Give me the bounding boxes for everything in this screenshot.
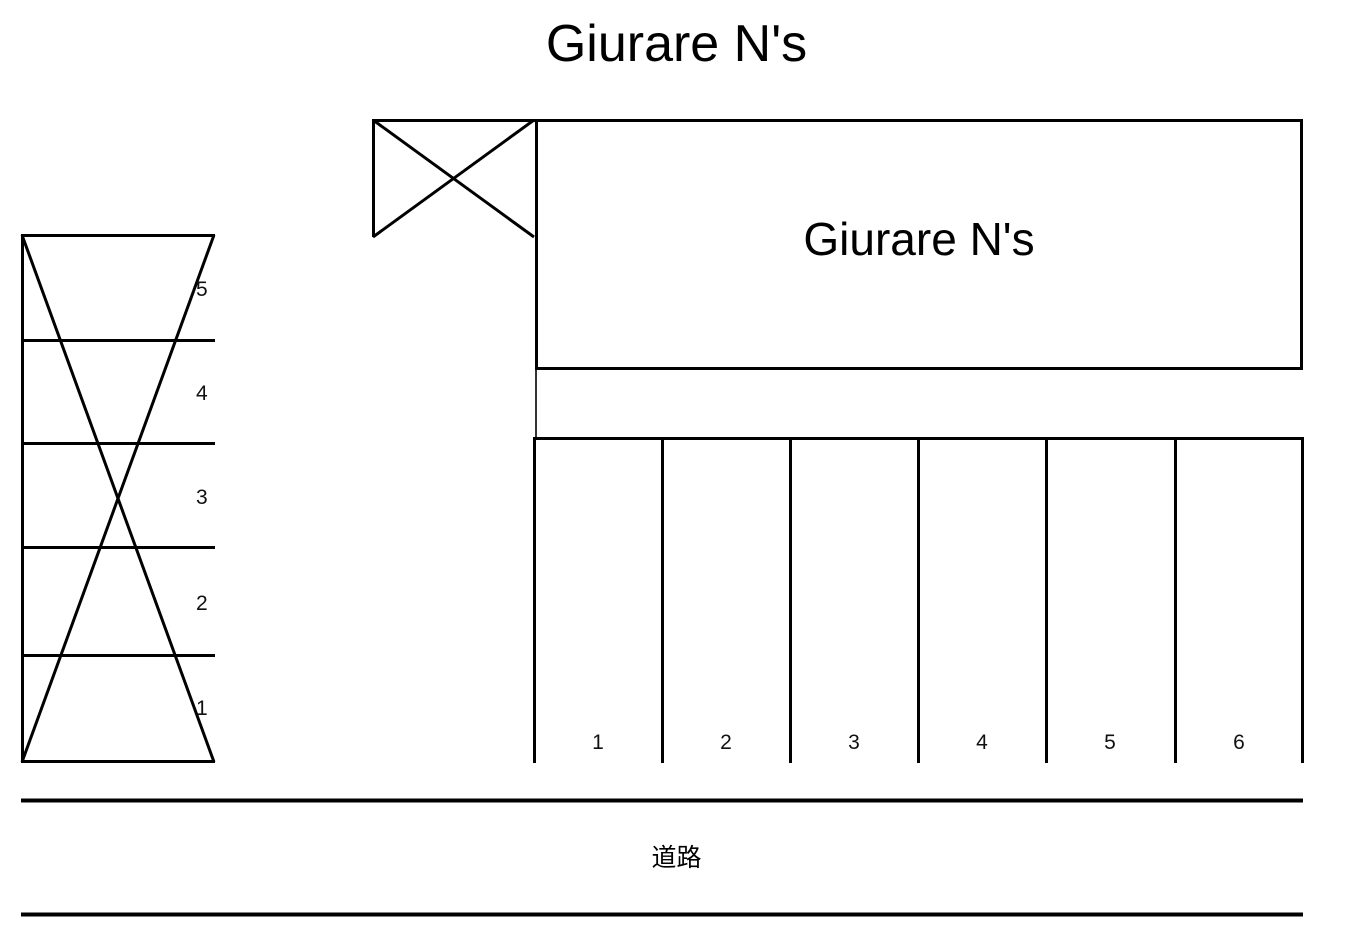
- crossed-out-x-icon-stroke-b: [20, 234, 216, 763]
- building-label: Giurare N's: [803, 213, 1035, 265]
- bike-space-label-3: 3: [196, 486, 208, 509]
- car-parking-row: [533, 437, 1304, 763]
- road-label: 道路: [651, 843, 702, 872]
- parking-stall-label-1: 1: [592, 731, 604, 754]
- bike-space-label-1: 1: [196, 697, 208, 720]
- parking-stall-label-2: 2: [720, 731, 732, 754]
- crossed-box-icon: [372, 118, 535, 239]
- parking-stall-label-4: 4: [976, 731, 988, 754]
- parking-stall-label-3: 3: [848, 731, 860, 754]
- page-title: Giurare N's: [545, 15, 808, 73]
- parking-stall-label-5: 5: [1104, 731, 1116, 754]
- parking-stall-label-6: 6: [1233, 731, 1245, 754]
- road-band: [21, 798, 1303, 917]
- bike-space-label-5: 5: [196, 278, 208, 301]
- main-building-outline: [535, 119, 1303, 370]
- bicycle-parking-block: [20, 234, 216, 763]
- bike-space-label-2: 2: [196, 592, 208, 615]
- bike-space-label-4: 4: [196, 382, 208, 405]
- annex-diagonal-b: [372, 118, 535, 239]
